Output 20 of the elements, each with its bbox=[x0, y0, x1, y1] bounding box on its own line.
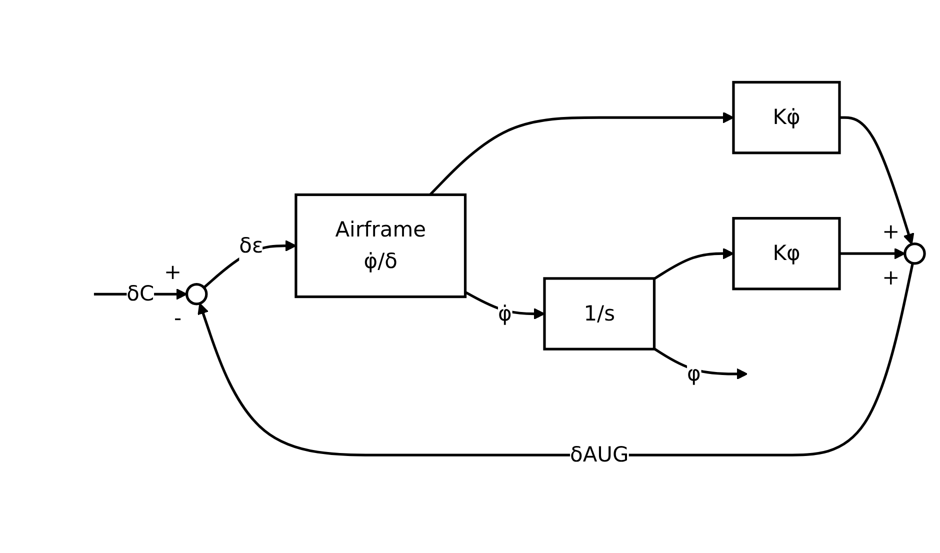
node-box: 1/s bbox=[543, 277, 656, 350]
sign-label: - bbox=[174, 306, 182, 330]
arrow bbox=[840, 116, 914, 245]
node-circle bbox=[185, 283, 208, 306]
node-box: Kφ bbox=[732, 216, 841, 290]
edge-label: δAUG bbox=[570, 442, 629, 467]
arrow bbox=[654, 248, 734, 280]
arrow bbox=[429, 112, 734, 196]
sign-label: + bbox=[882, 220, 900, 244]
edge-label: δε bbox=[239, 232, 264, 258]
arrow bbox=[198, 262, 914, 456]
edge-label: δC bbox=[126, 281, 154, 306]
node-circle bbox=[904, 242, 926, 265]
edge-label: φ̇ bbox=[498, 300, 512, 326]
edge-label: φ bbox=[686, 360, 701, 386]
arrow bbox=[840, 248, 906, 260]
node-box: Kφ̇ bbox=[732, 80, 841, 154]
sign-label: + bbox=[164, 260, 182, 284]
node-box: Airframe φ̇/δ bbox=[294, 193, 467, 298]
sign-label: + bbox=[882, 265, 900, 290]
